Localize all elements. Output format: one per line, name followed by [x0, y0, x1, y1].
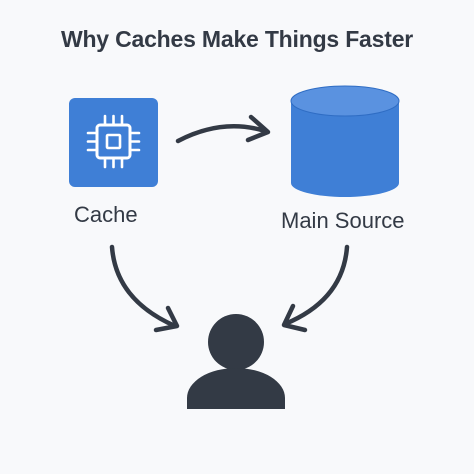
diagram-title: Why Caches Make Things Faster	[60, 26, 414, 52]
cache-label: Cache	[74, 202, 138, 227]
user-person-icon	[187, 314, 285, 409]
arrow-cache-to-user	[109, 244, 180, 333]
cache-node	[69, 98, 158, 187]
database-cylinder-icon	[290, 85, 400, 197]
cpu-chip-icon	[86, 114, 141, 169]
arrow-cache-to-source	[175, 114, 271, 144]
main-source-label: Main Source	[281, 208, 405, 233]
arrow-source-to-user	[281, 244, 350, 333]
